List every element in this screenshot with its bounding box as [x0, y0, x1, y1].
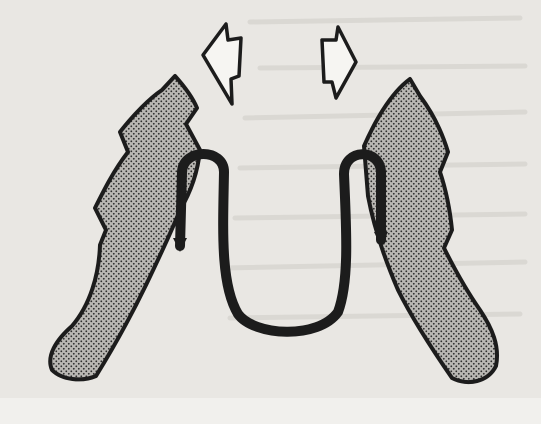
page-bottom-edge: [0, 398, 541, 424]
